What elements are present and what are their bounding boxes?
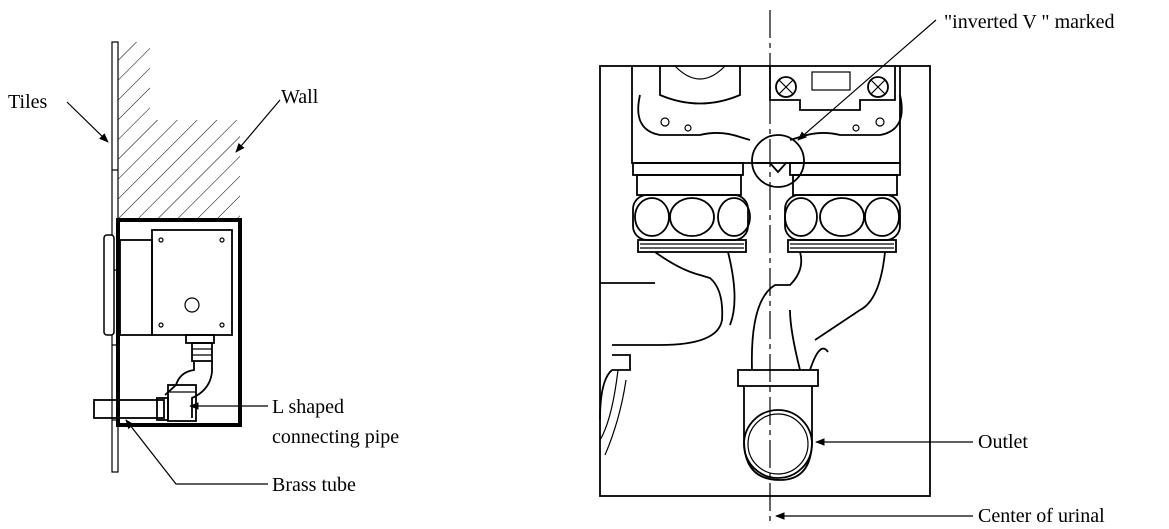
label-tiles: Tiles [8, 91, 48, 113]
front-view [599, 10, 931, 522]
label-center: Center of urinal [978, 505, 1105, 527]
brass-tube [93, 399, 165, 419]
label-wall: Wall [281, 86, 319, 108]
wall-hatch [118, 42, 240, 220]
inverted-v-circle [751, 134, 805, 188]
urinal-body [599, 65, 931, 497]
label-outlet: Outlet [978, 431, 1028, 453]
l-pipe [164, 361, 213, 418]
front-view-labels: "inverted V " marked Outlet Center of ur… [775, 11, 1115, 527]
control-box [151, 229, 233, 336]
sensor-housing [119, 239, 153, 336]
label-inverted-v: "inverted V " marked [944, 11, 1115, 33]
outlet-circle [743, 409, 813, 479]
label-l-pipe-1: L shaped [272, 396, 344, 418]
label-l-pipe-2: connecting pipe [272, 426, 399, 448]
side-view [93, 41, 242, 473]
front-plate [103, 234, 115, 336]
side-view-labels: Tiles Wall L shaped connecting pipe Bras… [8, 86, 399, 496]
label-brass-tube: Brass tube [272, 474, 356, 496]
recess-box [116, 218, 242, 427]
